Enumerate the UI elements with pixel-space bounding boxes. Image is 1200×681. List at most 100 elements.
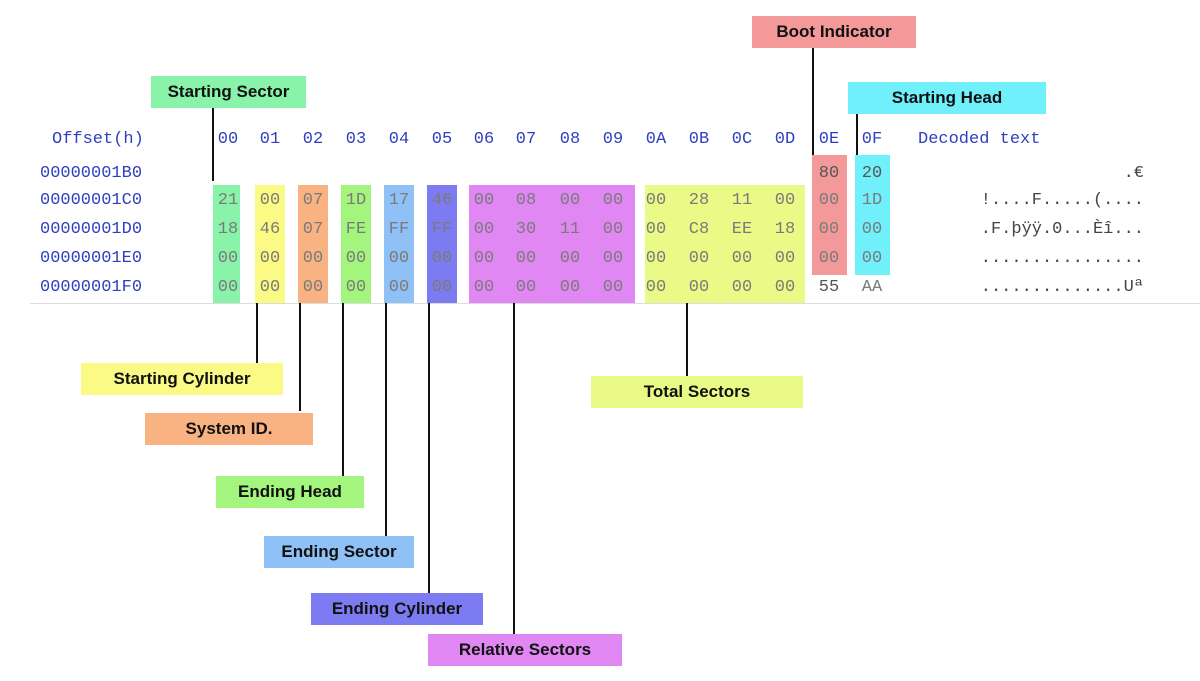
separator-line (30, 303, 1200, 304)
hex-byte: 46 (431, 191, 453, 210)
hex-byte: 00 (217, 249, 239, 268)
hex-byte: 00 (861, 249, 883, 268)
hex-byte: 00 (473, 249, 495, 268)
hex-byte: 00 (388, 249, 410, 268)
hex-byte: EE (731, 220, 753, 239)
hex-byte: 00 (861, 220, 883, 239)
connector-system-id (299, 303, 301, 411)
hex-byte (681, 162, 717, 186)
hex-byte: 00 (515, 278, 537, 297)
hex-byte (424, 162, 460, 186)
connector-ending-sector (385, 303, 387, 536)
hex-byte: 00 (602, 220, 624, 239)
hex-byte: 00 (345, 278, 367, 297)
hex-byte: 00 (731, 249, 753, 268)
hex-byte: 00 (431, 249, 453, 268)
hex-byte: 00 (559, 249, 581, 268)
hex-byte: 00 (645, 191, 667, 210)
connector-starting-sector (212, 106, 214, 181)
hex-byte: 00 (473, 191, 495, 210)
label-starting-cylinder: Starting Cylinder (81, 363, 283, 395)
decoded-text: .F.þÿÿ.0...Èî... (980, 220, 1144, 239)
hex-byte: 00 (688, 278, 710, 297)
column-header: 03 (345, 130, 367, 149)
row-offset: 00000001E0 (40, 249, 143, 268)
hex-byte: 00 (259, 249, 281, 268)
connector-boot-indicator (812, 48, 814, 155)
hex-byte: 00 (559, 191, 581, 210)
column-header: 07 (515, 130, 537, 149)
label-ending-sector: Ending Sector (264, 536, 414, 568)
label-boot-indicator: Boot Indicator (752, 16, 916, 48)
hex-byte: 00 (431, 278, 453, 297)
hex-byte: 80 (818, 164, 840, 183)
band-relative-sectors (469, 185, 635, 303)
hex-byte (295, 162, 331, 186)
connector-relative-sectors (513, 303, 515, 634)
column-header: 06 (473, 130, 495, 149)
column-header: 09 (602, 130, 624, 149)
hex-byte: 21 (217, 191, 239, 210)
hex-byte: 00 (731, 278, 753, 297)
hex-byte: 11 (559, 220, 581, 239)
band-starting-cylinder (255, 185, 285, 303)
hex-byte: 46 (259, 220, 281, 239)
column-header: 0B (688, 130, 710, 149)
hex-byte (552, 162, 588, 186)
hex-byte (381, 162, 417, 186)
hex-byte (466, 162, 502, 186)
hex-byte: 00 (774, 249, 796, 268)
column-header: 0A (645, 130, 667, 149)
hex-byte (595, 162, 631, 186)
hex-byte: 20 (861, 164, 883, 183)
connector-ending-head (342, 303, 344, 476)
hex-byte: 00 (645, 249, 667, 268)
hex-byte (210, 162, 246, 186)
hex-byte (638, 162, 674, 186)
label-system-id: System ID. (145, 413, 313, 445)
column-header: 08 (559, 130, 581, 149)
hex-byte: 28 (688, 191, 710, 210)
hex-byte: 00 (602, 278, 624, 297)
offset-header: Offset(h) (52, 130, 144, 149)
hex-byte: 00 (345, 249, 367, 268)
hex-byte (508, 162, 544, 186)
hex-byte: 1D (861, 191, 883, 210)
column-header: 04 (388, 130, 410, 149)
label-starting-sector: Starting Sector (151, 76, 306, 108)
hex-byte: 00 (818, 220, 840, 239)
row-offset: 00000001C0 (40, 191, 143, 210)
column-header: 0D (774, 130, 796, 149)
hex-byte: 00 (515, 249, 537, 268)
hex-byte: 30 (515, 220, 537, 239)
hex-byte: 00 (774, 191, 796, 210)
hex-byte: 08 (515, 191, 537, 210)
band-total-sectors (645, 185, 805, 303)
hex-byte: 00 (302, 278, 324, 297)
hex-byte: 00 (302, 249, 324, 268)
hex-byte: FF (431, 220, 453, 239)
hex-byte (724, 162, 760, 186)
label-total-sectors: Total Sectors (591, 376, 803, 408)
hex-byte: 00 (217, 278, 239, 297)
row-offset: 00000001D0 (40, 220, 143, 239)
decoded-text: .€ (1123, 164, 1144, 183)
hex-byte: 07 (302, 220, 324, 239)
column-header: 0C (731, 130, 753, 149)
band-starting-head (855, 155, 890, 275)
column-header: 0F (861, 130, 883, 149)
decoded-text: !....F.....(.... (980, 191, 1144, 210)
hex-byte: 1D (345, 191, 367, 210)
hex-byte (338, 162, 374, 186)
hex-byte: 55 (818, 278, 840, 297)
band-starting-sector (213, 185, 240, 303)
hex-byte: 00 (688, 249, 710, 268)
hex-byte: 00 (559, 278, 581, 297)
hex-byte: 00 (602, 249, 624, 268)
hex-byte (252, 162, 288, 186)
hex-byte: 00 (602, 191, 624, 210)
hex-byte: 00 (473, 220, 495, 239)
column-header: 00 (217, 130, 239, 149)
hex-byte: 00 (388, 278, 410, 297)
label-relative-sectors: Relative Sectors (428, 634, 622, 666)
